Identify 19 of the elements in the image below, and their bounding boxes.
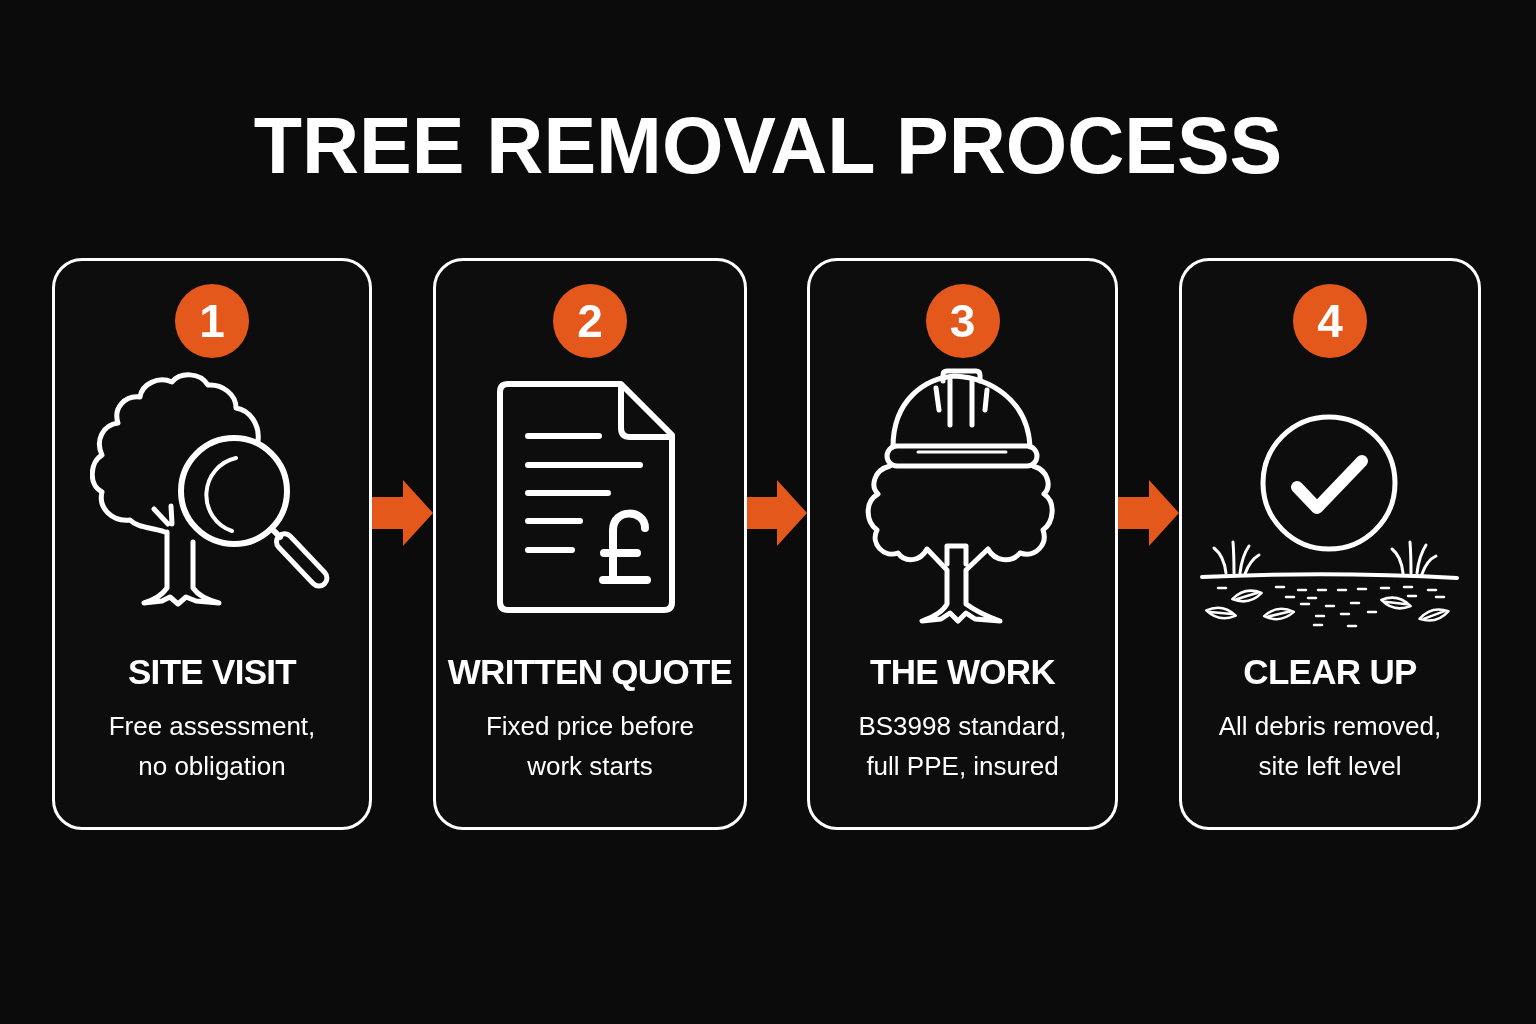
arrow bbox=[747, 480, 807, 546]
number-badge: 3 bbox=[925, 284, 1000, 358]
step-card bbox=[807, 258, 1118, 830]
number-badge: 2 bbox=[553, 284, 627, 358]
step-card bbox=[1179, 258, 1481, 830]
step-card bbox=[433, 258, 747, 830]
number-badge: 4 bbox=[1293, 284, 1367, 358]
step-description: BS3998 standard, full PPE, insured bbox=[857, 710, 1068, 783]
step-description: Fixed price before work starts bbox=[484, 710, 696, 783]
number-badge: 1 bbox=[175, 284, 249, 358]
step-card bbox=[52, 258, 372, 830]
title: TREE REMOVAL PROCESS bbox=[253, 104, 1283, 188]
arrow bbox=[1118, 480, 1179, 546]
step-heading: SITE VISIT bbox=[127, 651, 296, 693]
step-description: All debris removed, site left level bbox=[1217, 710, 1443, 783]
step-heading: CLEAR UP bbox=[1243, 651, 1417, 693]
step-heading: THE WORK bbox=[870, 651, 1055, 693]
step-description: Free assessment, no obligation bbox=[107, 710, 317, 783]
step-heading: WRITTEN QUOTE bbox=[447, 651, 733, 693]
